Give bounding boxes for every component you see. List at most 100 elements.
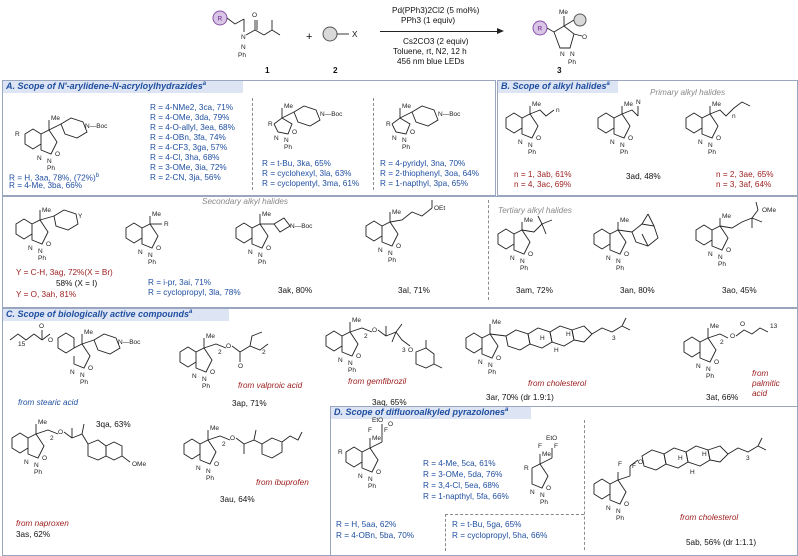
svg-text:Ph: Ph	[368, 483, 376, 490]
section-a-structure-3: R Me N—Boc O N N Ph	[386, 103, 461, 151]
svg-text:Me: Me	[712, 101, 721, 108]
section-a-col2-line8: R = 2-CN, 3ja, 56%	[150, 173, 221, 182]
svg-text:Ph: Ph	[528, 149, 536, 156]
svg-text:Ph: Ph	[34, 469, 42, 476]
svg-text:Me: Me	[210, 425, 219, 432]
svg-text:Ph: Ph	[47, 165, 55, 172]
svg-text:N: N	[530, 489, 535, 496]
svg-text:O: O	[42, 455, 47, 462]
svg-text:N: N	[606, 255, 611, 262]
section-d-list1-line2: R = 3-OMe, 5da, 76%	[423, 470, 503, 479]
svg-text:N: N	[258, 252, 263, 259]
section-a-col2-line6: R = 4-Cl, 3ha, 68%	[150, 153, 220, 162]
svg-text:Me: Me	[722, 213, 731, 220]
svg-text:Ph: Ph	[206, 475, 214, 482]
svg-text:N: N	[718, 254, 723, 261]
svg-text:Ph: Ph	[520, 265, 528, 272]
section-b-primary-1: Me n O N N Ph	[505, 101, 560, 156]
svg-text:Me: Me	[262, 211, 271, 218]
svg-text:O: O	[46, 241, 51, 248]
light-text: 456 nm blue LEDs	[397, 57, 465, 66]
svg-text:Me: Me	[38, 419, 47, 426]
svg-text:H: H	[566, 331, 571, 338]
section-b-p3-line1: n = 2, 3ae, 65%	[716, 170, 774, 179]
svg-text:N: N	[70, 369, 75, 376]
svg-text:N—Boc: N—Boc	[118, 339, 141, 346]
section-c-structure-stearic: 15 O O Me N—Boc O N N Ph	[9, 323, 141, 386]
r-label: R	[218, 16, 223, 23]
svg-text:Ph: Ph	[402, 144, 410, 151]
section-c-palmitic-yield: 3at, 66%	[706, 393, 739, 402]
svg-text:Me: Me	[710, 323, 719, 330]
svg-text:N: N	[510, 255, 515, 262]
svg-text:N: N	[206, 468, 211, 475]
section-a-divider-1	[252, 98, 253, 190]
svg-text:N: N	[636, 99, 641, 106]
svg-text:N: N	[708, 142, 713, 149]
svg-text:Me: Me	[84, 329, 93, 336]
section-d-list2-line1: R = H, 5aa, 62%	[336, 520, 397, 529]
section-b-title: B. Scope of alkyl halidesa	[501, 81, 610, 91]
product-3-structure: R O N N Ph Me	[532, 9, 587, 66]
svg-text:N: N	[196, 465, 201, 472]
product-3-number: 3	[557, 66, 562, 75]
svg-text:N: N	[274, 135, 279, 142]
primary-alkyl-label: Primary alkyl halides	[650, 88, 726, 97]
section-a-col2-line5: R = 4-CF3, 3ga, 57%	[150, 143, 228, 152]
svg-text:3: 3	[746, 455, 750, 462]
section-a-title-bar	[3, 81, 243, 93]
section-b-primary-2: Me N O N N Ph	[597, 99, 641, 156]
section-b-s2-line2: R = cyclopropyl, 3la, 78%	[148, 288, 241, 297]
svg-text:Me: Me	[402, 103, 411, 110]
svg-text:O: O	[58, 429, 63, 436]
svg-text:N: N	[248, 249, 253, 256]
svg-text:Ph: Ph	[488, 369, 496, 376]
section-c-structure-palmitic: Me 2 O 13 O O N N Ph	[683, 321, 778, 380]
section-a-col3-line1: R = t-Bu, 3ka, 65%	[262, 159, 331, 168]
svg-text:O: O	[210, 369, 215, 376]
secondary-alkyl-label: Secondary alkyl halides	[202, 197, 289, 206]
svg-text:O: O	[214, 461, 219, 468]
svg-text:Me: Me	[532, 101, 541, 108]
section-d-title: D. Scope of difluoroalkyled pyrazolonesa	[334, 407, 509, 417]
svg-text:Me: Me	[206, 333, 215, 340]
svg-text:O: O	[376, 469, 381, 476]
svg-text:N: N	[606, 505, 611, 512]
svg-text:OEt: OEt	[434, 205, 445, 212]
svg-text:N: N	[488, 362, 493, 369]
section-d-structure-2: R Me F F EtO O N N Ph	[524, 435, 558, 506]
section-d-list3-line2: R = cyclopropyl, 5ha, 66%	[452, 531, 548, 540]
svg-text:N: N	[388, 250, 393, 257]
section-b-divider	[488, 200, 489, 300]
halide-label: X	[352, 30, 358, 39]
reagent-2-structure	[322, 26, 349, 42]
section-b-title-bar	[498, 81, 618, 93]
section-d-list1-line4: R = 1-napthyl, 5fa, 66%	[423, 492, 509, 501]
section-b-tertiary-1: Me O N N Ph	[497, 215, 553, 272]
section-b-p2: 3ad, 48%	[626, 172, 661, 181]
svg-text:F: F	[632, 463, 636, 470]
svg-text:N: N	[148, 252, 153, 259]
section-a-col4-line1: R = 4-pyridyl, 3na, 70%	[380, 159, 466, 168]
svg-text:N: N	[202, 376, 207, 383]
section-b-p1-line2: n = 4, 3ac, 69%	[514, 180, 572, 189]
section-a-col2-line1: R = 4-NMe2, 3ca, 71%	[150, 103, 234, 112]
catalyst-text: Pd(PPh3)2Cl2 (5 mol%)	[392, 6, 480, 15]
svg-text:O: O	[396, 243, 401, 250]
svg-text:O: O	[638, 459, 643, 466]
svg-text:Ph: Ph	[568, 59, 576, 66]
svg-text:15: 15	[18, 341, 26, 348]
section-b-secondary-1: Me Y O N N Ph	[15, 207, 83, 262]
svg-text:OMe: OMe	[762, 207, 776, 214]
svg-text:O: O	[726, 247, 731, 254]
svg-text:Me: Me	[392, 209, 401, 216]
svg-text:O: O	[528, 251, 533, 258]
section-c-title: C. Scope of biologically active compound…	[6, 309, 193, 319]
section-a-col2-line2: R = 4-OMe, 3da, 79%	[150, 113, 230, 122]
section-d-list2-line2: R = 4-OBn, 5ba, 70%	[336, 531, 415, 540]
svg-text:N: N	[478, 359, 483, 366]
svg-text:Me: Me	[624, 101, 633, 108]
svg-text:OMe: OMe	[132, 461, 146, 468]
svg-text:Ph: Ph	[706, 373, 714, 380]
svg-text:2: 2	[364, 333, 368, 340]
